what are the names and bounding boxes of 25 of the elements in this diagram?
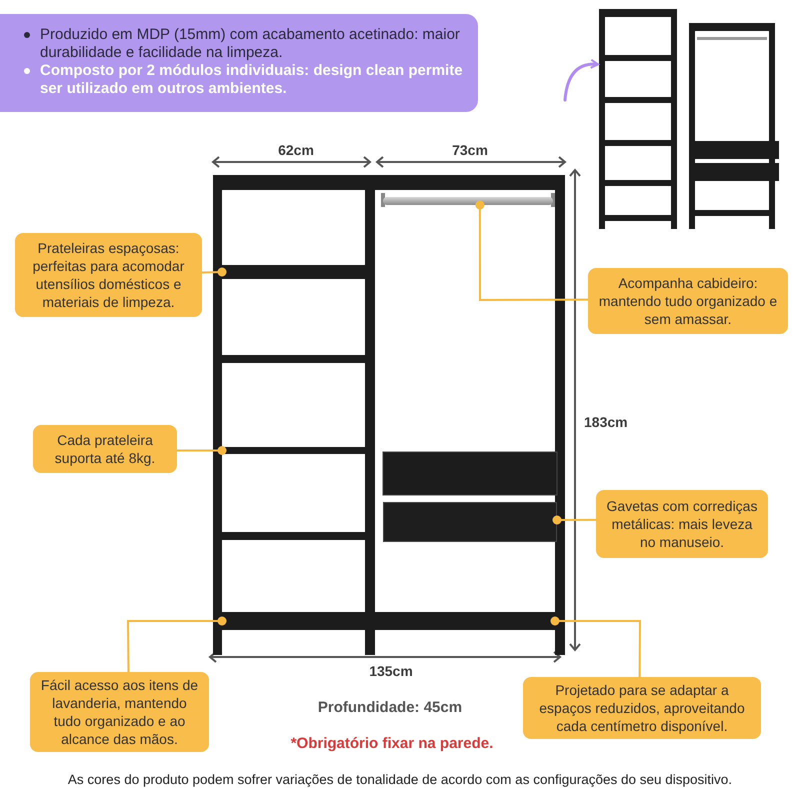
hanging-rail (383, 197, 553, 205)
callout-note: Gavetas com corrediças metálicas: mais leveza no manuseio. (596, 490, 768, 558)
bullet-text: Composto por 2 módulos individuais: design clean permite ser utilizado em outros ambientes. (40, 62, 463, 97)
dimension-label: 62cm (277, 141, 315, 160)
callout-note: Prateleiras espaçosas: perfeitas para acomodar utensílios domésticos e materiais de limpeza. (15, 233, 202, 317)
dimension-label: 135cm (368, 662, 414, 681)
leader-line (176, 446, 226, 455)
leader-line (127, 616, 226, 673)
curved-arrow (564, 59, 599, 102)
depth-note: Profundidade: 45cm (316, 698, 464, 718)
callout-note: Projetado para se adaptar a espaços reduzidos, aproveitando cada centímetro disponível. (523, 677, 761, 739)
footer-note: As cores do produto podem sofrer variações de tonalidade de acordo com as configurações do seu dispositivo. (66, 771, 734, 789)
drawer (383, 502, 557, 542)
callout-note: Cada prateleira suporta até 8kg. (33, 425, 177, 473)
leader-line (475, 200, 589, 301)
callout-note: Fácil acesso aos itens de lavanderia, mantendo tudo organizado e ao alcance das mãos. (30, 672, 209, 752)
warning-note: *Obrigatório fixar na parede. (290, 734, 494, 754)
leader-line (552, 516, 597, 524)
dimension-label: 73cm (451, 141, 489, 160)
leader-line (201, 268, 226, 276)
callout-note: Acompanha cabideiro: mantendo tudo organizado e sem amassar. (588, 268, 788, 334)
dimension-label: 183cm (584, 413, 628, 432)
leader-line (550, 616, 641, 678)
bullet-text: Produzido em MDP (15mm) com acabamento acetinado: maior durabilidade e facilidade na limpeza. (40, 26, 460, 61)
info-panel (0, 14, 478, 112)
